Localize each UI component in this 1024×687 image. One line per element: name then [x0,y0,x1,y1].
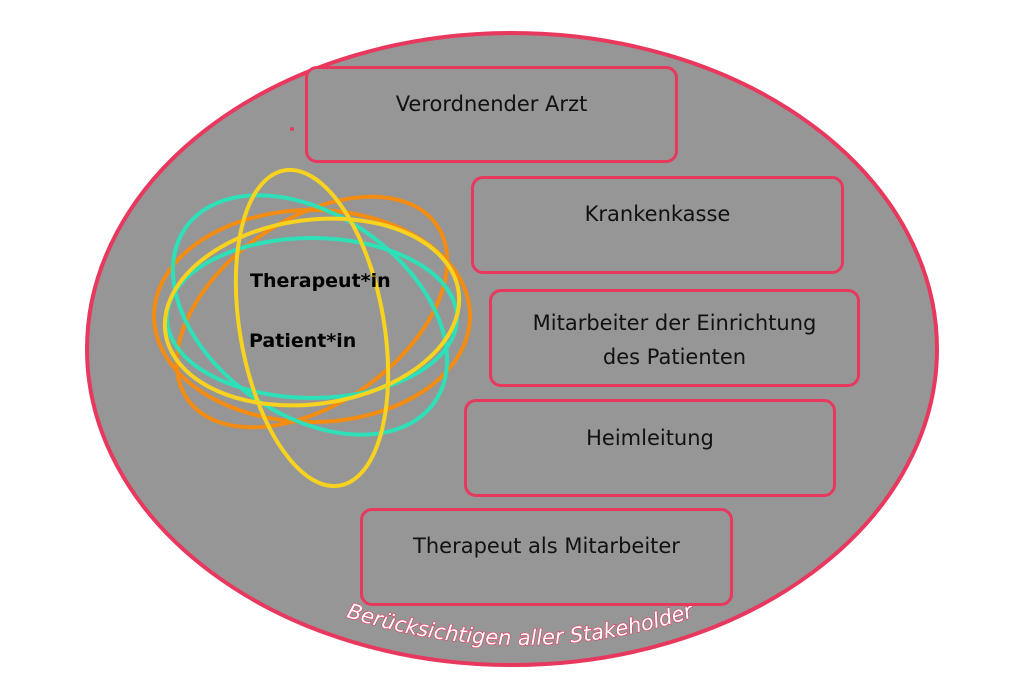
stakeholder-box-arzt: Verordnender Arzt [305,66,678,163]
patient-label: Patient*in [249,330,357,352]
core-rings [152,167,472,489]
stakeholder-box-heimleitung: Heimleitung [464,399,836,497]
stakeholder-label-arzt: Verordnender Arzt [395,92,588,116]
therapist-label: Therapeut*in [250,270,391,292]
ring-yellow-horizontal [162,216,462,408]
stakeholder-label-einrichtung-line1: Mitarbeiter der Einrichtung [532,311,817,335]
marker-dot [290,127,294,131]
stakeholder-box-einrichtung: Mitarbeiter der Einrichtung des Patiente… [489,289,860,387]
ring-yellow-vertical [233,167,391,489]
stakeholder-label-einrichtung-line2: des Patienten [602,345,747,369]
stakeholder-box-krankenkasse: Krankenkasse [471,176,844,274]
ring-teal-tilted [170,193,450,437]
stakeholder-box-therapeut: Therapeut als Mitarbeiter [360,508,733,606]
stakeholder-label-heimleitung: Heimleitung [586,426,714,450]
stakeholder-label-krankenkasse: Krankenkasse [584,202,731,226]
stakeholder-label-therapeut: Therapeut als Mitarbeiter [413,534,680,558]
ring-orange-tilted [174,194,450,430]
